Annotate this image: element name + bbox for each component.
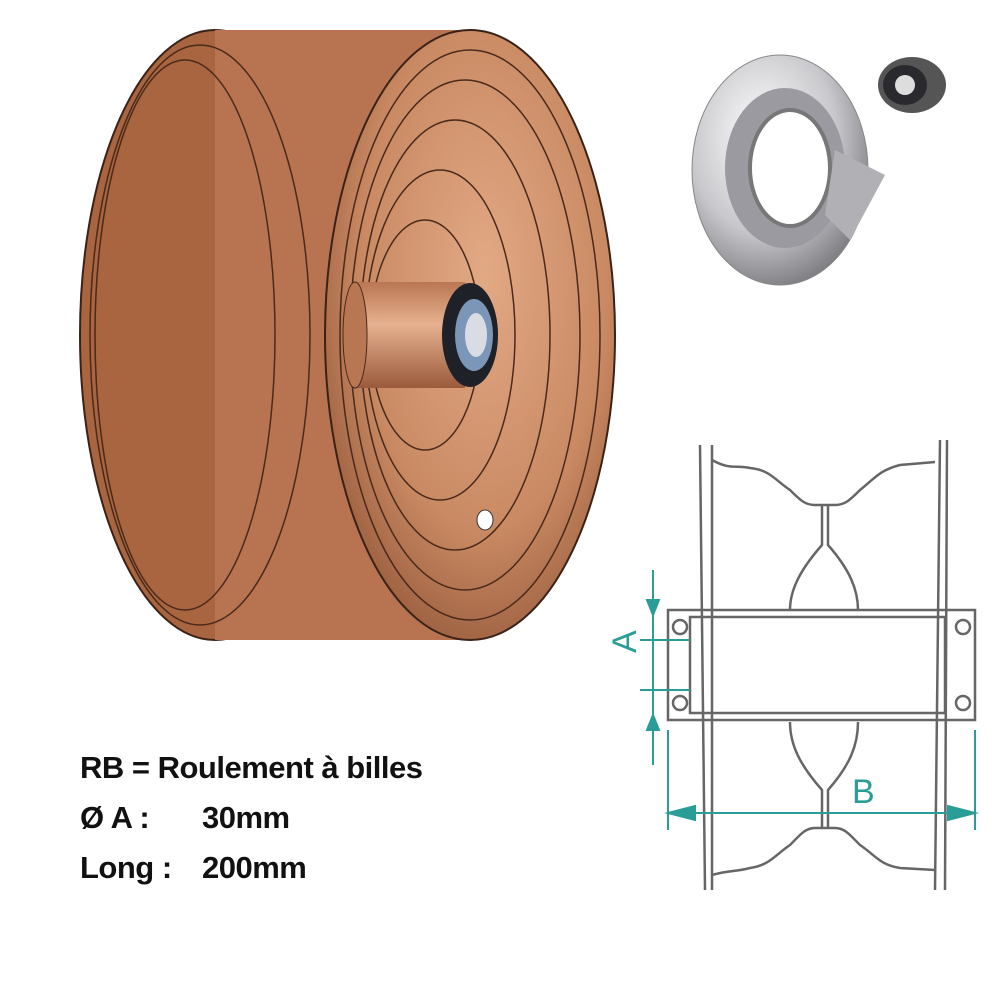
legend-length: Long : 200mm (80, 850, 307, 886)
length-label: Long : (80, 850, 172, 885)
dimension-a-label: A (606, 630, 644, 653)
diameter-value: 30mm (202, 800, 290, 835)
diameter-label: Ø A : (80, 800, 150, 835)
sealed-bearing-photo (878, 57, 946, 113)
length-value: 200mm (202, 850, 307, 885)
wheel-rim-image (79, 29, 616, 641)
dimension-b-label: B (852, 773, 875, 811)
legend-rb: RB = Roulement à billes (80, 750, 423, 785)
wheel-cross-section-drawing (666, 439, 977, 891)
dimension-lines (640, 570, 979, 830)
legend-diameter: Ø A : 30mm (80, 800, 290, 836)
ball-bearing-photo (691, 54, 885, 286)
